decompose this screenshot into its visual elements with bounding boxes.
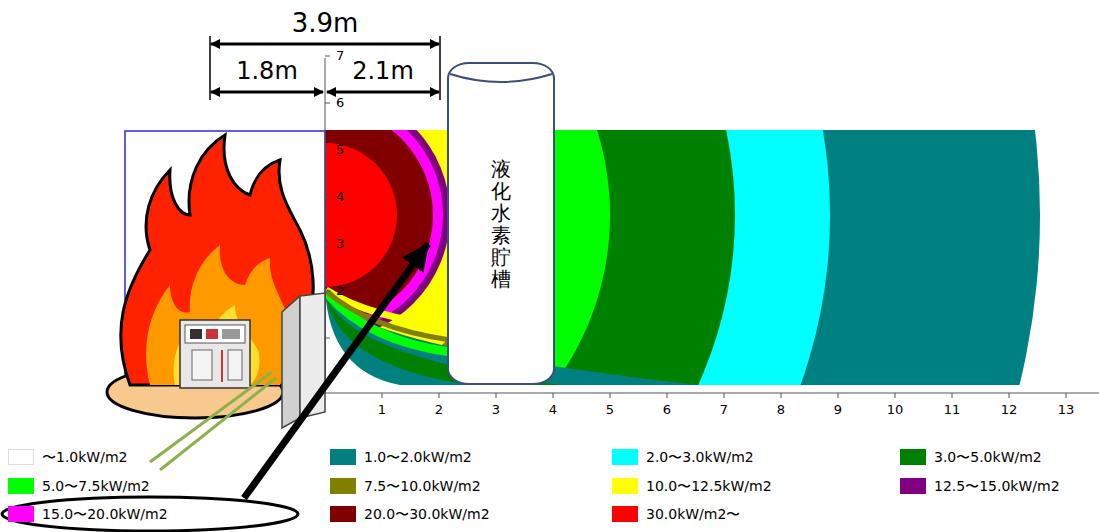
axis-label: 13 [1058,403,1075,418]
axis-label: 8 [777,403,785,418]
axis-label: 3 [492,403,500,418]
legend-text: 5.0〜7.5kW/m2 [42,478,150,494]
legend-swatch [612,478,638,494]
axis-label: 12 [1001,403,1018,418]
tank-cap [447,62,555,92]
legend-text: 3.0〜5.0kW/m2 [934,449,1042,465]
axis-label: 2 [435,403,443,418]
legend-swatch [330,506,356,522]
legend-swatch [330,478,356,494]
tank-shape: 液化水素貯槽 [447,62,555,385]
flux-contours [325,130,1040,385]
axis-label: 4 [336,190,344,205]
legend-text: 30.0kW/m2〜 [646,506,740,522]
axis-label: 5 [336,143,344,158]
legend-text: 20.0〜30.0kW/m2 [364,506,490,522]
legend-text: 2.0〜3.0kW/m2 [646,449,754,465]
axis-label: 10 [887,403,904,418]
legend-text: 〜1.0kW/m2 [42,449,127,465]
axis-label: 11 [944,403,961,418]
legend-swatch [900,478,926,494]
axis-label: 2 [336,284,344,299]
axis-label: 4 [549,403,557,418]
axis-label: 9 [834,403,842,418]
legend-text: 12.5〜15.0kW/m2 [934,478,1060,494]
dimension-label: 3.9m [292,9,359,39]
axis-label: 7 [336,49,344,64]
legend-swatch [612,449,638,465]
legend-swatch [8,449,34,465]
legend-swatch [612,506,638,522]
axis-label: 6 [336,96,344,111]
axis-label: 6 [663,403,671,418]
legend-text: 7.5〜10.0kW/m2 [364,478,481,494]
axis-label: 7 [720,403,728,418]
legend-text: 15.0〜20.0kW/m2 [42,506,168,522]
legend-swatch [330,449,356,465]
legend-swatch [900,449,926,465]
axis-label: 1 [378,403,386,418]
dispenser-icon [180,320,250,388]
legend-text: 1.0〜2.0kW/m2 [364,449,472,465]
legend-swatch [8,478,34,494]
legend-text: 10.0〜12.5kW/m2 [646,478,772,494]
dimension-label: 1.8m [236,58,298,86]
axis-label: 5 [606,403,614,418]
legend-swatch [8,506,34,522]
dimension-label: 2.1m [352,58,414,86]
tank-label: 液化水素貯槽 [491,158,511,290]
axis-label: 3 [336,237,344,252]
